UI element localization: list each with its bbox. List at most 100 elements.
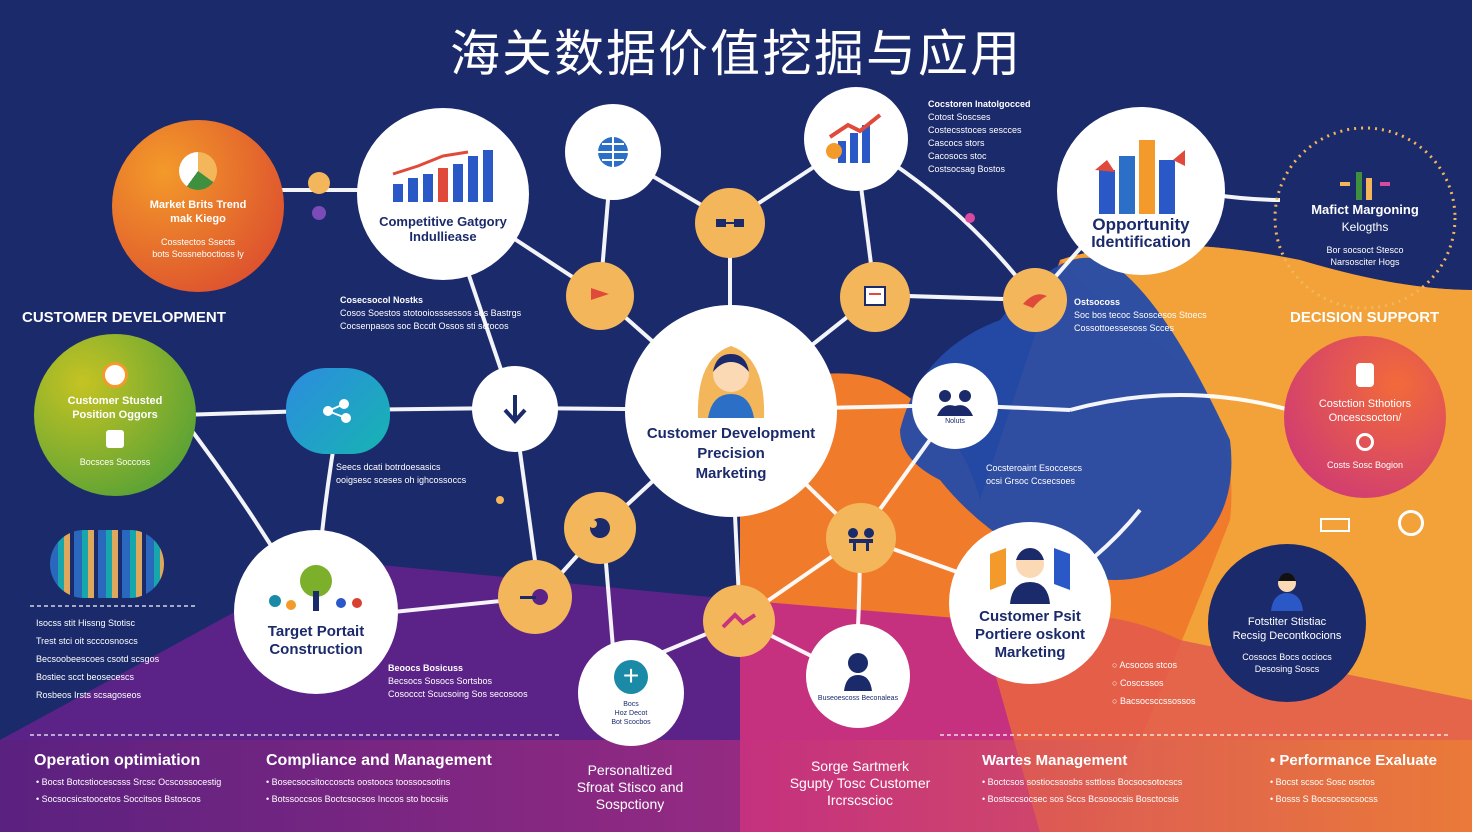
center-label-2: Precision [697, 445, 765, 462]
trend-icon [721, 612, 757, 629]
market-margining-desc-1: Bor socsoct Stesco [1326, 245, 1404, 255]
note-top-right-line-2: Costecsstoces sescces [928, 125, 1022, 135]
bottom-personalized-line-1: Personaltized [587, 762, 673, 778]
customer-portrait-node[interactable]: Customer Psit Portiere oskont Marketing [949, 522, 1111, 684]
note-right-list-line-1: Acsocos stcos [1119, 660, 1177, 670]
cloud-node[interactable] [286, 368, 390, 454]
network-icon [323, 399, 351, 423]
note-mid-right-line-1: Soc bos tecoc Ssoscesos Stoecs [1074, 310, 1207, 320]
bottom-list-compliance: • Bosecsocsitoccoscts oostoocs toossocso… [266, 774, 450, 808]
market-margining-desc-2: Narsosciter Hogs [1330, 257, 1400, 267]
bottom-list-performance: • Bocst scsoc Sosc osctos • Bosss S Bocs… [1270, 774, 1378, 808]
link-dot-2[interactable] [566, 262, 634, 330]
link-dot-8[interactable] [703, 585, 775, 657]
bottom-list-wartes: • Boctcsos sostiocssosbs ssttloss Bocsoc… [982, 774, 1182, 808]
market-margining-node[interactable]: Mafict Margoning Kelogths Bor socsoct St… [1290, 143, 1440, 293]
bottom-wartes-item-1: • Boctcsos sostiocssosbs ssttloss Bocsoc… [982, 777, 1183, 787]
download-node[interactable] [472, 366, 558, 452]
team-icon [589, 518, 610, 538]
bottom-customer-line-3: Ircrscscioc [826, 792, 894, 808]
handshake-icon [937, 389, 973, 416]
customer-solutions-desc: Costs Sosc Bogion [1326, 460, 1404, 470]
note-mid-right: Ostsocoss Soc bos tecoc Ssoscesos Stoecs… [1074, 296, 1207, 335]
note-mid-right-line-2: Cossottoessesoss Scces [1074, 323, 1175, 333]
customer-portrait-label-1: Customer Psit [979, 608, 1081, 625]
link-dot-1[interactable] [695, 188, 765, 258]
competitive-intelligence-node[interactable]: Competitive Gatgory Indulliease [357, 108, 529, 280]
portrait-icon [269, 565, 362, 611]
dot-icon [312, 206, 326, 220]
pin-icon [308, 172, 330, 194]
handshake-label: Noluts [945, 417, 965, 425]
customer-portrait-label-2: Portiere oskont [974, 626, 1086, 643]
meeting-icon [848, 528, 874, 551]
decision-label-1: Fotstiter Stistiac [1247, 616, 1327, 628]
bottom-heading-operation: Operation optimiation [34, 752, 201, 769]
customer-solutions-node[interactable]: Costction Sthotiors Oncescsocton/ Costs … [1284, 336, 1446, 498]
opportunity-label-1: Opportunity [1092, 215, 1190, 234]
customer-positioning-node[interactable]: Customer Stusted Position Oggors Bocsces… [34, 334, 196, 496]
bottom-list-operation: • Bocst Botcstiocescsss Srcsc Ocscossoce… [36, 774, 221, 808]
decision-desc-1: Cossocs Bocs occiocs [1242, 652, 1332, 662]
target-icon [1398, 510, 1424, 536]
person-icon [844, 652, 872, 691]
decision-node[interactable]: Fotstiter Stistiac Recsig Decontkocions … [1208, 544, 1366, 702]
note-top-right-line-4: Cacosocs stoc [928, 151, 987, 161]
note-top-right-line-5: Costsocsag Bostos [928, 164, 1006, 174]
bottom-heading-wartes: Wartes Management [982, 752, 1128, 769]
bottom-customer: Sorge Sartmerk Sgupty Tosc Customer Ircr… [770, 758, 950, 809]
note-right-list-item-3: ○ Bacsocsccssossos [1112, 696, 1196, 706]
bottom-performance-item-2: • Bosss S Bocsocsocsocss [1270, 794, 1378, 804]
plus-label-2: Hoz Decot [614, 709, 648, 717]
link-dot-6[interactable] [826, 503, 896, 573]
link-dot-3[interactable] [840, 262, 910, 332]
market-trend-node[interactable]: Market Brits Trend mak Kiego Cosstectos … [112, 120, 284, 292]
customer-solutions-title: Costction Sthotiors [1318, 398, 1412, 410]
customer-development-label: CUSTOMER DEVELOPMENT [22, 309, 226, 326]
bottom-operation-item-1: • Bocst Botcstiocescsss Srcsc Ocscossoce… [36, 777, 222, 787]
handshake-node[interactable]: Noluts [912, 363, 998, 449]
note-mid-left-line-1: Seecs dcati botrdoesasics [336, 462, 441, 472]
link-dot-5[interactable] [564, 492, 636, 564]
market-trend-desc-1: Cosstectos Ssects [160, 237, 236, 247]
bottom-compliance-item-1-text: Bosecsocsitoccoscts oostoocs toossocsoti… [271, 777, 451, 787]
link-dot-7[interactable] [498, 560, 572, 634]
bottom-operation-item-2-text: Socsocsicstoocetos Soccitsos Bstoscos [41, 794, 201, 804]
globe-node[interactable] [565, 104, 661, 200]
competitive-label-2: Indulliease [409, 229, 477, 244]
center-label-1: Customer Development [646, 425, 816, 442]
note-top-right-line-1: Cotost Soscses [928, 112, 991, 122]
link-icon [716, 219, 744, 227]
target-portrait-label-2: Construction [269, 641, 363, 658]
bottom-customer-line-1: Sorge Sartmerk [810, 758, 910, 774]
bottom-customer-line-2: Sgupty Tosc Customer [789, 775, 931, 791]
note-left-list-line-3: Becsoobeescoes csotd scsgos [36, 654, 160, 664]
target-portrait-node[interactable]: Target Portait Construction [234, 530, 398, 694]
opportunity-node[interactable]: Opportunity Identification [1057, 107, 1225, 275]
bottom-personalized: Personaltized Sfroat Stisco and Sospctio… [560, 762, 700, 813]
note-bottom-center-left: Beoocs Bosicuss Becsocs Sosocs Sortsbos … [388, 662, 528, 701]
opportunity-chart-icon [1095, 140, 1185, 214]
key-icon [520, 589, 548, 605]
note-right-list: ○ Acsocos stcos ○ Cosccssos ○ Bacsocsccs… [1112, 656, 1195, 710]
bottom-heading-compliance: Compliance and Management [266, 752, 492, 769]
customer-positioning-subtitle: Position Oggors [72, 409, 158, 421]
customer-positioning-desc: Bocsces Soccoss [79, 457, 151, 467]
market-trend-desc-2: bots Sossneboctioss ly [152, 249, 244, 259]
link-dot-4[interactable] [1003, 268, 1067, 332]
person-label: Buseoescoss Beconaleas [817, 694, 899, 702]
plus-node[interactable]: + Bocs Hoz Decot Bot Scocbos [578, 640, 684, 746]
document-icon [864, 286, 886, 306]
bottom-performance-item-1-text: Bocst scsoc Sosc osctos [1275, 777, 1375, 787]
bottom-heading-performance-text: Performance Exaluate [1279, 752, 1437, 769]
person-node[interactable]: Buseoescoss Beconaleas [806, 624, 910, 728]
arrow-down-icon [503, 395, 527, 424]
growth-node[interactable] [804, 87, 908, 191]
note-left-list-line-2: Trest stci oit scccosnoscs [36, 636, 138, 646]
note-top-left-heading: Cosecsocol Nostks [340, 295, 424, 305]
market-margining-title: Mafict Margoning [1311, 202, 1419, 217]
note-top-right-heading: Cocstoren Inatolgocced [928, 99, 1031, 109]
decision-support-label: DECISION SUPPORT [1290, 309, 1440, 326]
customer-development-center-node[interactable]: Customer Development Precision Marketing [625, 305, 837, 517]
